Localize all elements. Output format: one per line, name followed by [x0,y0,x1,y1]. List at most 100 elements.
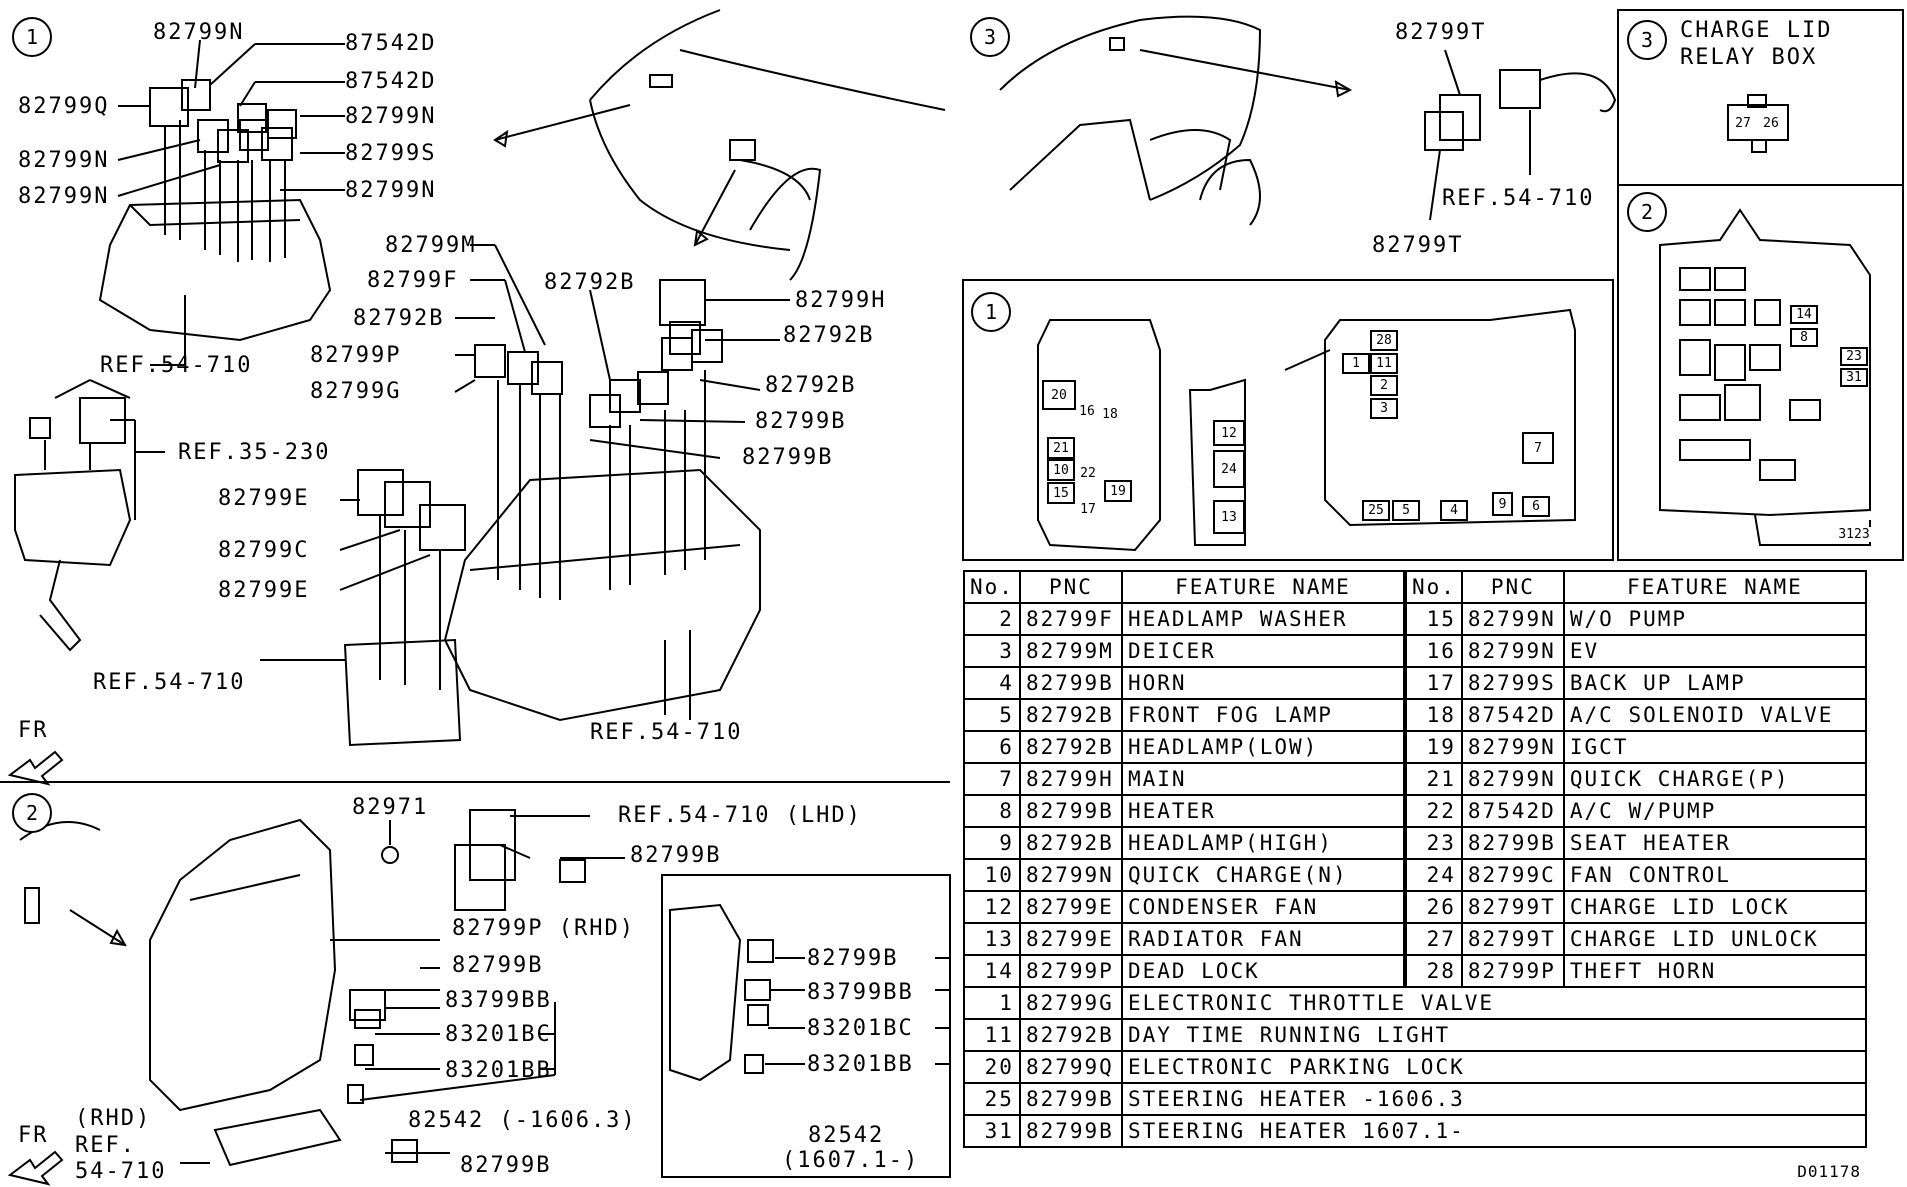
cell-no: 25 [963,1082,1021,1116]
header-no: No. [963,570,1021,604]
cell-pnc: 87542D [1460,698,1565,732]
header-feature-name: FEATURE NAME [1562,570,1867,604]
cell-no: 12 [963,890,1021,924]
label-83201BC: 83201BC [445,1022,552,1047]
fuse-slot-23: 23 [1840,347,1868,366]
fuse-slot-2: 2 [1370,375,1398,396]
label-ref-54-710: REF.54-710 [590,720,743,745]
fuse-slot-18: 18 [1100,406,1120,422]
label-ref-35-230: REF.35-230 [178,440,331,465]
cell-pnc: 82799T [1460,922,1565,956]
fuse-slot-20: 20 [1042,380,1076,410]
cell-no: 13 [963,922,1021,956]
cell-feature: CONDENSER FAN [1120,890,1406,924]
fuse-slot-22: 22 [1077,465,1099,481]
cell-pnc: 82799Q [1018,1050,1123,1084]
fuse-layout-2-outlines [1659,208,1871,546]
fuse-slot-21: 21 [1047,437,1075,459]
header-feature-name: FEATURE NAME [1120,570,1406,604]
leaders-upper-left [117,39,345,197]
label-87542D: 87542D [345,31,437,56]
cell-no: 27 [1402,922,1463,956]
cell-feature: STEERING HEATER 1607.1- [1120,1114,1867,1148]
cell-feature: MAIN [1120,762,1406,796]
junction-box-lower-left [19,809,625,1167]
label-ref: REF. [75,1133,136,1158]
cell-no: 21 [1402,762,1463,796]
cell-feature: HEATER [1120,794,1406,828]
cell-pnc: 82799B [1018,666,1123,700]
cell-feature: FRONT FOG LAMP [1120,698,1406,732]
header-no: No. [1402,570,1463,604]
panel-fuse-layout-1 [962,279,1614,561]
cell-no: 18 [1402,698,1463,732]
cell-feature: IGCT [1562,730,1867,764]
cell-feature: CHARGE LID UNLOCK [1562,922,1867,956]
section-3-callout: 3 [970,17,1010,57]
label-82799S: 82799S [345,141,437,166]
cell-no: 17 [1402,666,1463,700]
cell-no: 6 [963,730,1021,764]
fr-arrow-1 [7,750,64,786]
label-82799Q: 82799Q [18,94,110,119]
cell-no: 10 [963,858,1021,892]
cell-pnc: 82799B [1018,1114,1123,1148]
label-82799E: 82799E [218,486,310,511]
cell-pnc: 82799N [1460,634,1565,668]
fuse-layout-2-callout: 2 [1627,192,1667,232]
label-83799BB: 83799BB [807,980,914,1005]
label-ref-54-710: REF.54-710 [100,353,253,378]
label-rhd: (RHD) [75,1106,152,1131]
label-82799H: 82799H [795,288,887,313]
cell-feature: DEAD LOCK [1120,954,1406,988]
relay-box-upper-left [98,79,332,365]
fuse-slot-28: 28 [1370,330,1398,351]
cell-pnc: 82799P [1018,954,1123,988]
cell-pnc: 82799N [1460,762,1565,796]
section-1-callout: 1 [12,17,52,57]
cell-no: 28 [1402,954,1463,988]
cell-feature: BACK UP LAMP [1562,666,1867,700]
charge-lid-callout: 3 [1627,20,1667,60]
label-fr: FR [18,718,49,743]
label-82799F: 82799F [367,268,459,293]
cell-no: 7 [963,762,1021,796]
label-54-710: 54-710 [75,1159,167,1184]
cell-pnc: 82799E [1018,922,1123,956]
cell-pnc: 82792B [1018,730,1123,764]
label-82971: 82971 [352,795,429,820]
fuse-slot-14: 14 [1790,305,1818,324]
label-ref-54-710: REF.54-710 [1442,186,1595,211]
label-82542: 82542 [808,1123,885,1148]
fuse-slot-24: 24 [1213,450,1245,488]
fuse-slot-3123: 3123 [1835,527,1873,542]
fuse-slot-3: 3 [1370,398,1398,419]
label-83201BB: 83201BB [445,1058,552,1083]
label-87542D: 87542D [345,69,437,94]
cell-pnc: 87542D [1460,794,1565,828]
cell-feature: RADIATOR FAN [1120,922,1406,956]
cell-pnc: 82799N [1018,858,1123,892]
cell-feature: W/O PUMP [1562,602,1867,636]
charge-lid-box-icon [1727,94,1789,153]
label-82799P-rhd: 82799P (RHD) [452,916,635,941]
panel-fuse-layout-2 [1617,184,1904,561]
cell-pnc: 82792B [1018,698,1123,732]
label-82799B: 82799B [452,953,544,978]
cell-feature: QUICK CHARGE(N) [1120,858,1406,892]
cell-feature: FAN CONTROL [1562,858,1867,892]
label-82542-1607-1: (1607.1-) [782,1148,920,1173]
cell-no: 16 [1402,634,1463,668]
fuse-slot-31: 31 [1840,368,1868,387]
label-82799N: 82799N [18,184,110,209]
connector-left [14,379,165,652]
